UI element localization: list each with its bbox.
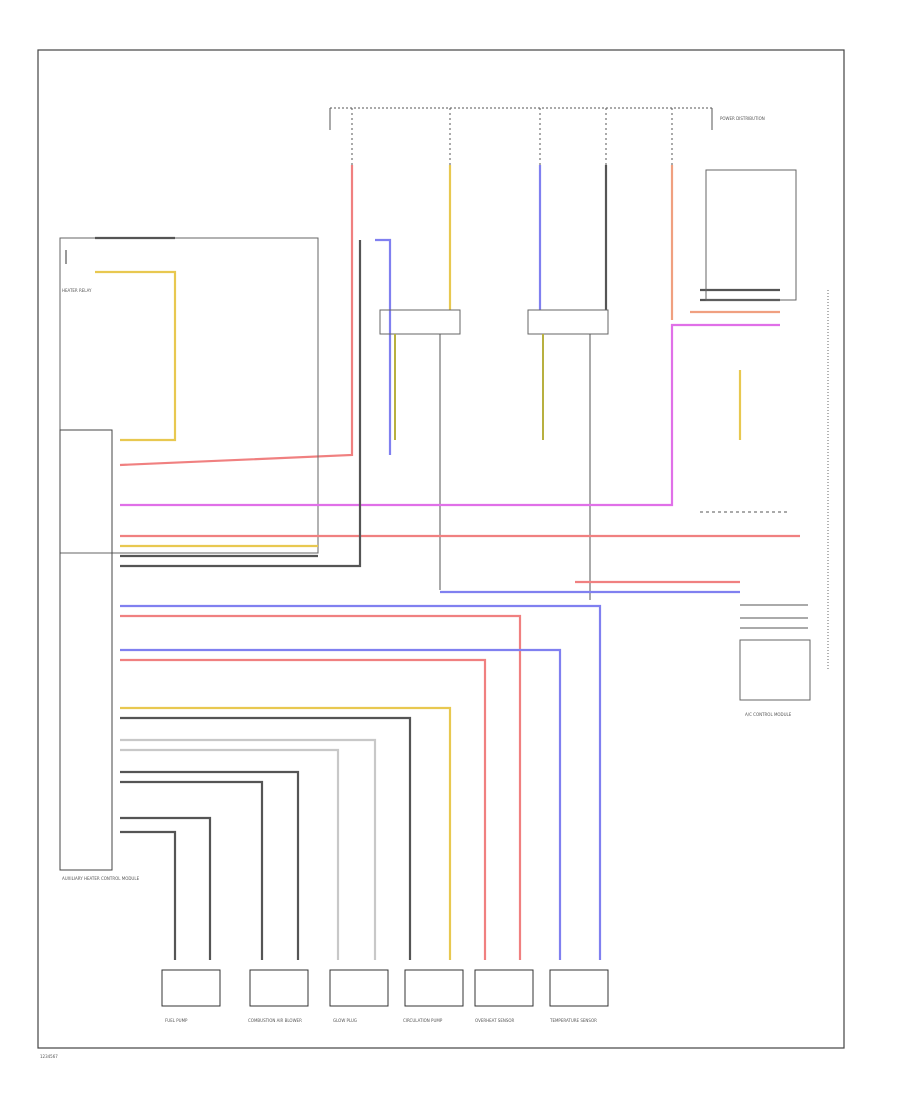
footer-code: 1234567 xyxy=(40,1054,58,1059)
supply-wires xyxy=(119,165,674,467)
glow-plug-box xyxy=(329,969,389,1007)
label-combustion-blower: COMBUSTION AIR BLOWER xyxy=(248,1018,302,1023)
label-power-dist: POWER DISTRIBUTION xyxy=(720,116,765,121)
module-wires xyxy=(120,240,800,960)
temp-sensor-box xyxy=(549,969,609,1007)
diagram-frame xyxy=(37,49,845,1049)
bottom-components xyxy=(161,969,609,1007)
label-circ-pump: CIRCULATION PUMP xyxy=(403,1018,443,1023)
label-heater-module: AUXILIARY HEATER CONTROL MODULE xyxy=(62,876,140,881)
label-temp-sensor: TEMPERATURE SENSOR xyxy=(549,1018,597,1023)
fuse-drops xyxy=(351,108,673,165)
circ-pump-box xyxy=(404,969,464,1007)
label-glow-plug: GLOW PLUG xyxy=(333,1018,357,1023)
relay-right xyxy=(527,309,609,600)
heater-module-box xyxy=(59,429,113,871)
combustion-blower-box xyxy=(249,969,309,1007)
label-overheat-sensor: OVERHEAT SENSOR xyxy=(475,1018,515,1023)
label-heater-relay: HEATER RELAY xyxy=(62,288,92,293)
heater-relay xyxy=(59,236,319,554)
fuel-pump-box xyxy=(161,969,221,1007)
relay-left xyxy=(379,309,461,590)
label-ac-control: A/C CONTROL MODULE xyxy=(745,712,792,717)
label-fuel-pump: FUEL PUMP xyxy=(165,1018,188,1023)
right-components xyxy=(440,169,829,701)
overheat-sensor-box xyxy=(474,969,534,1007)
